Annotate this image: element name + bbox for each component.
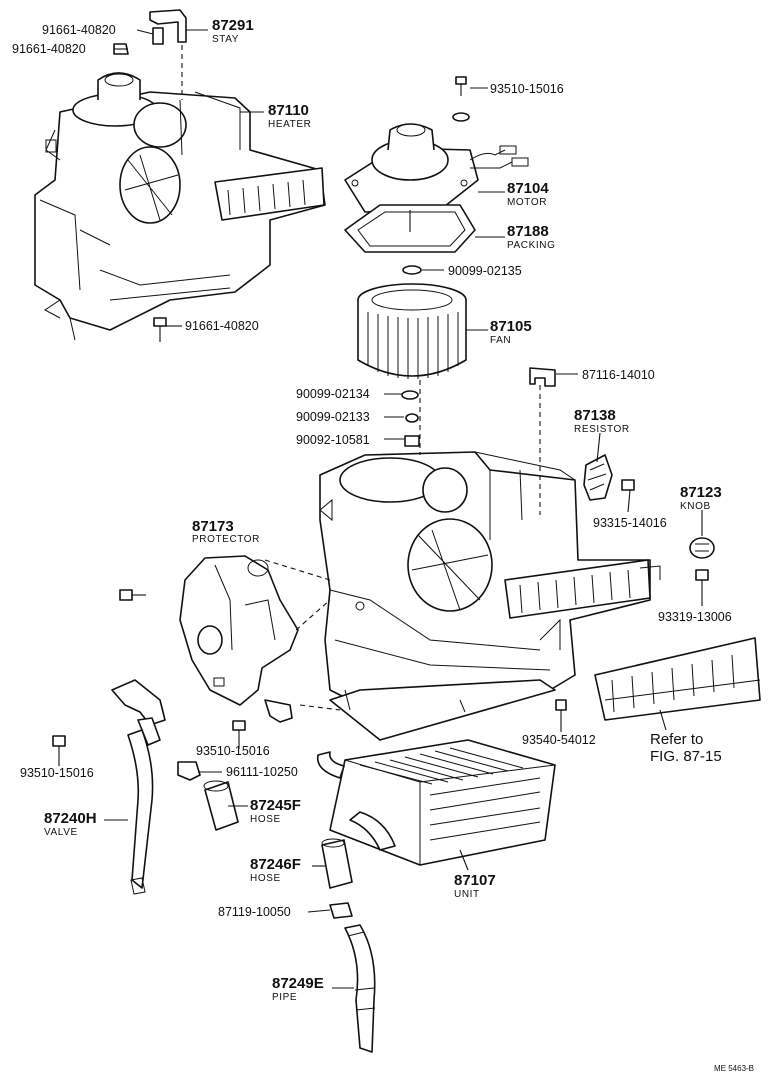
- label-unit: UNIT: [454, 889, 480, 900]
- leader-lines: [58, 29, 703, 989]
- bolt-drawing: [153, 317, 167, 342]
- hose-drawings: [203, 780, 376, 1053]
- label-protector: PROTECTOR: [192, 534, 260, 545]
- label-motor: MOTOR: [507, 197, 547, 208]
- fan-drawing: [357, 283, 467, 379]
- valve-drawing: [111, 679, 166, 895]
- label-knob: KNOB: [680, 501, 711, 512]
- protector-drawing: [179, 555, 331, 706]
- label-87291: 87291: [212, 17, 254, 34]
- label-93315: 93315-14016: [593, 516, 667, 530]
- label-hose-2: HOSE: [250, 873, 281, 884]
- label-87246f: 87246F: [250, 856, 301, 873]
- stay-bracket-drawing: [113, 9, 187, 100]
- heater-unit-drawing: [319, 451, 661, 741]
- packing-drawing: [344, 204, 476, 253]
- label-93319: 93319-13006: [658, 610, 732, 624]
- vent-louver-drawing: [594, 637, 761, 721]
- part-labels: 91661-40820 91661-40820 87291 STAY 87110…: [12, 17, 754, 1073]
- label-valve: VALVE: [44, 827, 78, 838]
- label-87249e: 87249E: [272, 975, 324, 992]
- label-resistor: RESISTOR: [574, 424, 630, 435]
- label-87173: 87173: [192, 518, 234, 535]
- washer-drawing: [402, 76, 470, 275]
- blower-motor-drawing: [344, 123, 529, 213]
- label-reference-code: ME 5463-B: [714, 1064, 754, 1073]
- resistor-drawing: [583, 454, 635, 501]
- label-90092: 90092-10581: [296, 433, 370, 447]
- clamp-drawing: [177, 761, 353, 919]
- label-91661-b: 91661-40820: [12, 42, 86, 56]
- label-91661-c: 91661-40820: [185, 319, 259, 333]
- label-refer-to: Refer to: [650, 731, 703, 748]
- label-93510-c: 93510-15016: [20, 766, 94, 780]
- label-87123: 87123: [680, 484, 722, 501]
- label-90099-02134: 90099-02134: [296, 387, 370, 401]
- label-fan: FAN: [490, 335, 511, 346]
- label-heater: HEATER: [268, 119, 311, 130]
- label-87116: 87116-14010: [582, 368, 655, 382]
- fan-fasteners-drawing: [401, 390, 420, 447]
- label-hose-1: HOSE: [250, 814, 281, 825]
- label-90099-02135: 90099-02135: [448, 264, 522, 278]
- label-packing: PACKING: [507, 240, 555, 251]
- label-87110: 87110: [268, 102, 309, 119]
- screws-drawing: [52, 589, 567, 760]
- heater-assembly-drawing: [34, 72, 326, 341]
- label-87104: 87104: [507, 180, 549, 197]
- label-90099-02133: 90099-02133: [296, 410, 370, 424]
- label-93510-b: 93510-15016: [196, 744, 270, 758]
- label-87107: 87107: [454, 872, 496, 889]
- label-87240h: 87240H: [44, 810, 97, 827]
- heater-core-drawing: [316, 739, 556, 866]
- label-fig-87-15: FIG. 87-15: [650, 748, 722, 765]
- knob-drawing: [689, 537, 715, 581]
- label-pipe: PIPE: [272, 992, 297, 1003]
- label-87245f: 87245F: [250, 797, 301, 814]
- clip-drawing: [529, 367, 556, 387]
- label-93540: 93540-54012: [522, 733, 596, 747]
- label-stay: STAY: [212, 34, 239, 45]
- label-96111: 96111-10250: [226, 765, 298, 779]
- label-87188: 87188: [507, 223, 549, 240]
- label-93510-a: 93510-15016: [490, 82, 564, 96]
- label-87138: 87138: [574, 407, 616, 424]
- label-91661-a: 91661-40820: [42, 23, 116, 37]
- label-87119: 87119-10050: [218, 905, 291, 919]
- label-87105: 87105: [490, 318, 532, 335]
